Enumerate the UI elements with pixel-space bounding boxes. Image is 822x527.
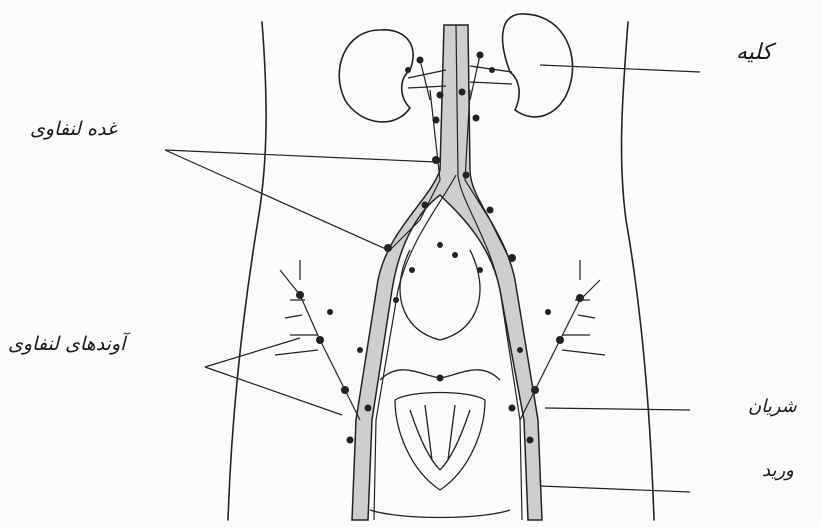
leader-node-1 <box>165 150 436 162</box>
bladder <box>395 393 485 491</box>
leader-artery <box>545 408 690 410</box>
great-vessels <box>352 25 542 520</box>
label-vein: ورید <box>762 460 794 481</box>
kidney-left <box>339 30 413 122</box>
body-outline-left <box>228 22 266 520</box>
leader-vessels-2 <box>205 367 342 415</box>
label-lymph-node: غده لنفاوی <box>30 118 117 140</box>
leader-vessels-1 <box>205 338 300 367</box>
leader-node-2 <box>165 150 388 250</box>
label-kidney: کلیه <box>736 40 772 65</box>
leader-kidney <box>540 65 700 72</box>
lymph-nodes <box>296 52 584 444</box>
leader-vein <box>540 486 690 492</box>
body-outline-right <box>622 22 654 520</box>
label-lymph-vessels: آوندهای لنفاوی <box>8 333 125 355</box>
label-artery: شریان <box>748 396 797 417</box>
